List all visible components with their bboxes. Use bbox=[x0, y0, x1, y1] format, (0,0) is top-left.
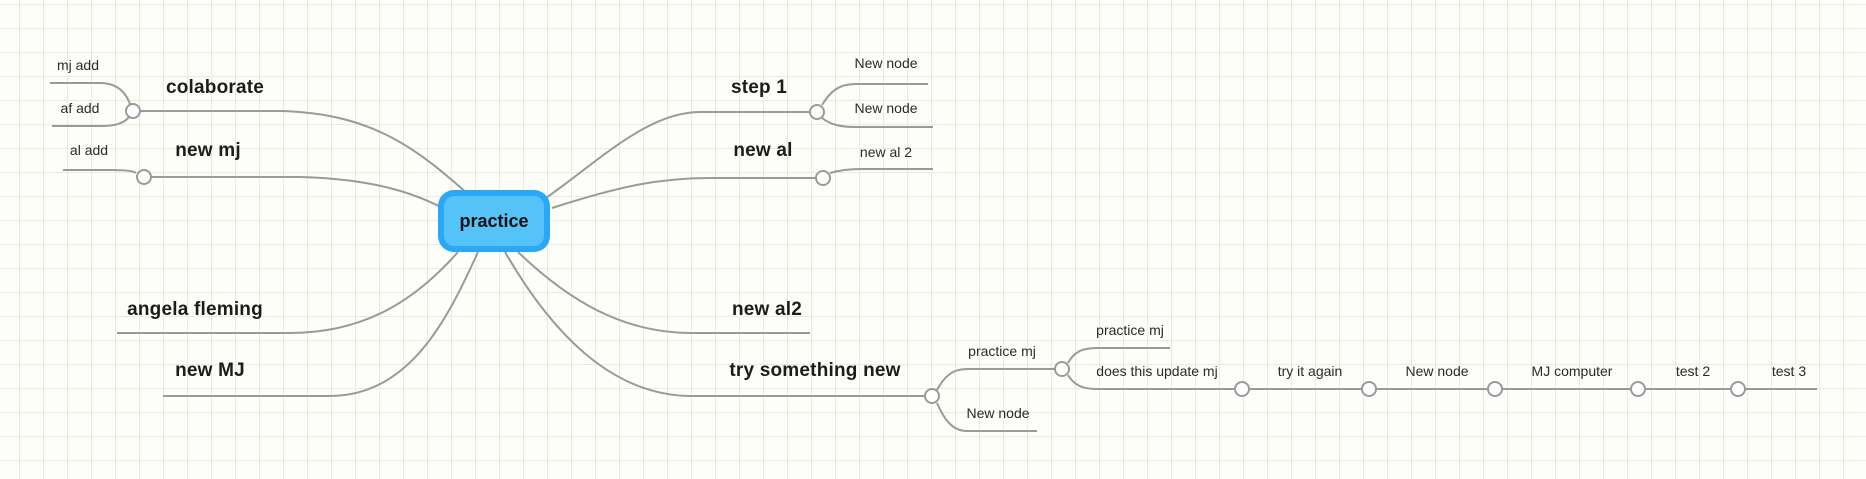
collapse-toggle-step-1[interactable] bbox=[809, 104, 825, 120]
collapse-toggle-new-al[interactable] bbox=[815, 170, 831, 186]
connector-line-new-node-2 bbox=[821, 117, 933, 128]
node-new-al-2[interactable]: new al 2 bbox=[859, 144, 913, 160]
node-new-node-1[interactable]: New node bbox=[854, 55, 918, 71]
node-practice-mj-1[interactable]: practice mj bbox=[968, 343, 1036, 359]
node-new-mj-upper[interactable]: new MJ bbox=[175, 360, 245, 381]
node-mj-add[interactable]: mj add bbox=[56, 57, 100, 73]
connector-line-new-mj-upper bbox=[163, 251, 479, 397]
node-new-node-2[interactable]: New node bbox=[854, 100, 918, 116]
collapse-toggle-mj-computer[interactable] bbox=[1630, 381, 1646, 397]
connector-line-practice-mj-1 bbox=[936, 368, 1055, 391]
collapse-toggle-colaborate[interactable] bbox=[125, 103, 141, 119]
collapse-toggle-practice-mj-1[interactable] bbox=[1054, 361, 1070, 377]
node-test-3[interactable]: test 3 bbox=[1771, 363, 1807, 379]
node-try-it-again[interactable]: try it again bbox=[1277, 363, 1343, 379]
node-test-2[interactable]: test 2 bbox=[1675, 363, 1711, 379]
connector-line-new-mj bbox=[151, 176, 453, 214]
connector-line-al-add bbox=[63, 169, 137, 174]
connector-line-new-al-2 bbox=[829, 168, 933, 174]
collapse-toggle-try-it-again[interactable] bbox=[1361, 381, 1377, 397]
root-node-body: practice bbox=[444, 196, 544, 246]
collapse-toggle-new-node-chain[interactable] bbox=[1487, 381, 1503, 397]
node-step-1[interactable]: step 1 bbox=[730, 77, 788, 98]
node-angela-fleming[interactable]: angela fleming bbox=[127, 299, 263, 320]
connector-line-practice-mj-2 bbox=[1067, 347, 1170, 364]
node-mj-computer[interactable]: MJ computer bbox=[1531, 363, 1613, 379]
node-practice-mj-2[interactable]: practice mj bbox=[1096, 322, 1164, 338]
node-new-mj[interactable]: new mj bbox=[175, 140, 241, 161]
node-af-add[interactable]: af add bbox=[60, 100, 100, 116]
connector-line-new-al2 bbox=[517, 251, 810, 334]
connector-line-new-node-1 bbox=[821, 83, 928, 106]
collapse-toggle-test-2[interactable] bbox=[1730, 381, 1746, 397]
collapse-toggle-does-this-update-mj[interactable] bbox=[1234, 381, 1250, 397]
connector-line-new-al bbox=[551, 177, 816, 209]
connector-line-angela-fleming bbox=[117, 251, 459, 334]
node-colaborate[interactable]: colaborate bbox=[165, 77, 265, 98]
connector-line-af-add bbox=[52, 116, 130, 127]
connector-line-step-1 bbox=[545, 111, 810, 199]
connector-line-does-this-update-mj bbox=[1067, 374, 1235, 390]
node-try-something-new[interactable]: try something new bbox=[729, 360, 901, 381]
node-new-al[interactable]: new al bbox=[733, 140, 793, 161]
root-node-label: practice bbox=[459, 210, 529, 231]
connector-line-try-something-new bbox=[504, 251, 925, 397]
collapse-toggle-new-mj[interactable] bbox=[136, 169, 152, 185]
node-al-add[interactable]: al add bbox=[69, 142, 109, 158]
connector-line-new-node-3 bbox=[936, 402, 1037, 432]
root-node-practice[interactable]: practice bbox=[438, 190, 550, 252]
collapse-toggle-try-something-new[interactable] bbox=[924, 388, 940, 404]
node-new-node-4[interactable]: New node bbox=[1405, 363, 1469, 379]
node-new-node-3[interactable]: New node bbox=[966, 405, 1030, 421]
connector-line-colaborate bbox=[140, 110, 469, 195]
node-new-al2[interactable]: new al2 bbox=[731, 299, 803, 320]
connector-line-mj-add bbox=[50, 82, 131, 105]
node-does-this-update-mj[interactable]: does this update mj bbox=[1096, 363, 1218, 379]
